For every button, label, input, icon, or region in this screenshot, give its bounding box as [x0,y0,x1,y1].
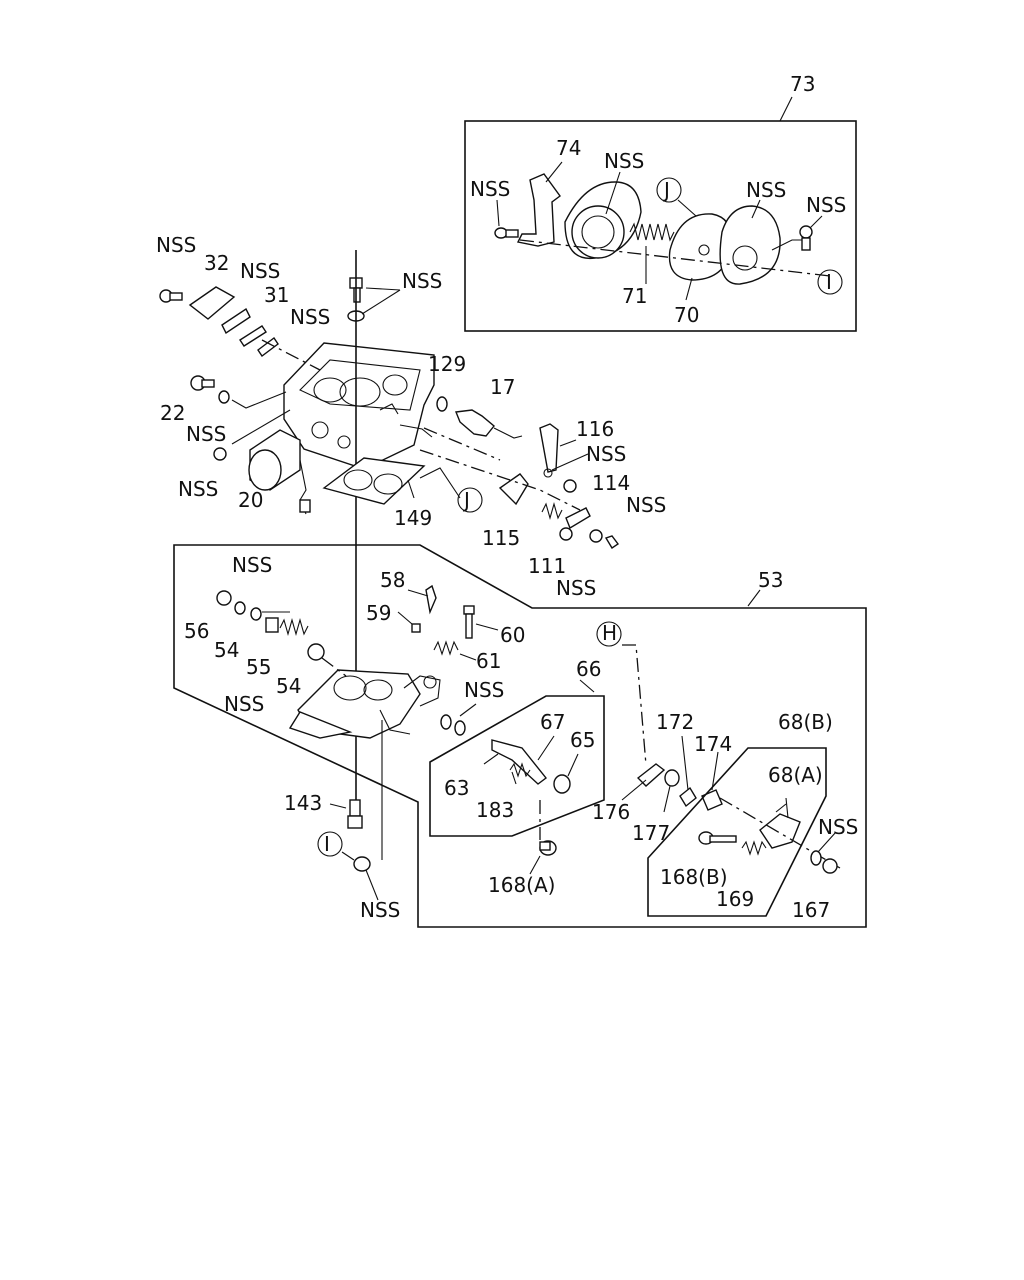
label-168b: 168(B) [660,865,728,889]
label-54: 54 [276,674,301,698]
lower-body [288,669,441,739]
label-nss: NSS [232,553,272,577]
label-174: 174 [694,732,732,756]
plate-32 [159,286,279,358]
upper-body [283,342,435,470]
label-nss: NSS [818,815,858,839]
label-177: 177 [632,821,670,845]
diaphragm-cover [564,181,642,260]
box-66 [429,695,605,837]
spring-71 [629,222,675,242]
label-nss: NSS [178,477,218,501]
label-nss: NSS [746,178,786,202]
label-17: 17 [490,375,515,399]
label-nss: NSS [186,422,226,446]
label-61: 61 [476,649,501,673]
label-73: 73 [790,72,815,96]
label-31: 31 [264,283,289,307]
label-nss: NSS [586,442,626,466]
label-183: 183 [476,798,514,822]
label-169: 169 [716,887,754,911]
labels: 73 74 NSS NSS J NSS NSS I 71 70 NSS 32 N… [156,72,858,922]
label-55: 55 [246,655,271,679]
diaphragm-housing [719,205,802,285]
bolt-168b [698,831,767,856]
bolt-168a [539,840,557,856]
parts-172-177 [636,763,723,811]
label-66: 66 [576,657,601,681]
gasket-149 [322,457,426,505]
label-nss: NSS [402,269,442,293]
solenoid-20 [213,429,311,515]
label-53: 53 [758,568,783,592]
label-167: 167 [792,898,830,922]
label-68b: 68(B) [778,710,833,734]
bolt-right [799,225,813,251]
lever-67 [491,739,571,794]
label-70: 70 [674,303,699,327]
label-nss: NSS [290,305,330,329]
label-20: 20 [238,488,263,512]
label-143: 143 [284,791,322,815]
box-68b [647,747,827,917]
ref-j-label: J [462,488,470,512]
label-32: 32 [204,251,229,275]
jet-17 [436,396,523,439]
ref-j-label: J [662,178,670,202]
label-58: 58 [380,568,405,592]
outline-53 [173,544,867,928]
lever-assembly [498,423,620,549]
label-114: 114 [592,471,630,495]
label-116: 116 [576,417,614,441]
label-nss: NSS [360,898,400,922]
label-nss: NSS [464,678,504,702]
label-54: 54 [214,638,239,662]
label-56: 56 [184,619,209,643]
bracket-74 [516,173,561,247]
label-71: 71 [622,284,647,308]
label-nss: NSS [604,149,644,173]
bolt-143 [347,799,363,829]
label-172: 172 [656,710,694,734]
label-nss: NSS [156,233,196,257]
label-59: 59 [366,601,391,625]
label-63: 63 [444,776,469,800]
label-176: 176 [592,800,630,824]
label-129: 129 [428,352,466,376]
ref-h-label: H [602,621,617,645]
inset-73 [464,96,857,332]
screws-58-61 [411,584,475,656]
label-60: 60 [500,623,525,647]
label-111: 111 [528,554,566,578]
label-nss: NSS [806,193,846,217]
label-74: 74 [556,136,581,160]
bolt-left [494,227,519,239]
label-115: 115 [482,526,520,550]
ref-i-label: I [324,832,330,856]
label-67: 67 [540,710,565,734]
label-149: 149 [394,506,432,530]
label-nss: NSS [470,177,510,201]
label-nss: NSS [224,692,264,716]
label-68a: 68(A) [768,763,823,787]
label-65: 65 [570,728,595,752]
ref-i-label: I [826,270,832,294]
label-nss: NSS [240,259,280,283]
idle-screw-set [216,590,325,661]
label-nss: NSS [556,576,596,600]
label-22: 22 [160,401,185,425]
bolt-22 [190,375,230,404]
label-168a: 168(A) [488,873,555,897]
label-nss: NSS [626,493,666,517]
